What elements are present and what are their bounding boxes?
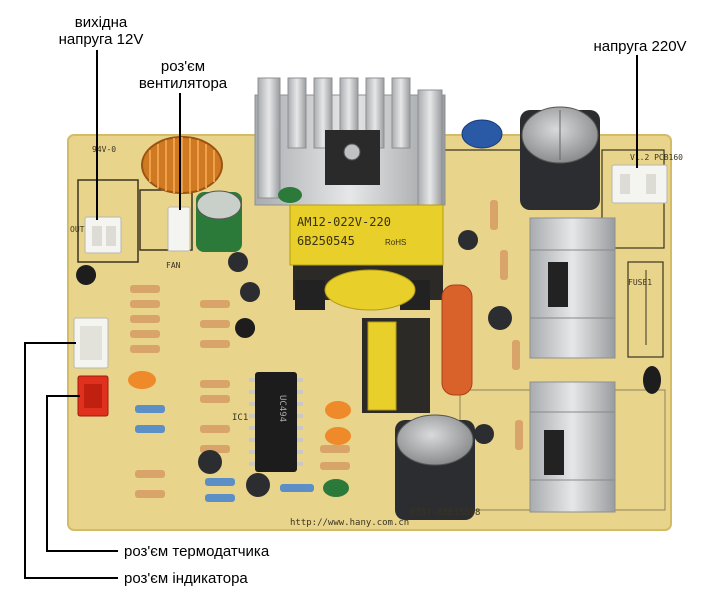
fan-label: FAN: [166, 261, 181, 270]
transformer: AM12-022V-220 6B250545 RoHS: [289, 204, 444, 311]
small-components: [76, 230, 661, 497]
callout-line-thermo: [46, 395, 118, 552]
ic-ref-label: IC1: [232, 413, 248, 423]
electrolytic-capacitor-green: [196, 190, 242, 252]
ic-marking: UC494: [277, 395, 287, 422]
board-rev-text: V1.2 PCB160: [630, 153, 683, 162]
small-transformer: [362, 318, 430, 413]
heatsink-right-bottom: [529, 381, 616, 513]
label-mains-voltage: напруга 220V: [593, 38, 687, 55]
connector-mains-220v[interactable]: [611, 164, 668, 204]
heatsink-right-top: [529, 217, 616, 359]
electrolytic-capacitor-bottom: [395, 414, 475, 520]
label-output-voltage-line1: вихідна: [74, 14, 128, 31]
label-output-voltage: вихідна напруга 12V: [46, 14, 156, 48]
label-fan-connector-line2: вентилятора: [138, 75, 228, 92]
heatsink-top: [254, 77, 446, 206]
label-output-voltage-line2: напруга 12V: [58, 31, 144, 48]
board-phone-text: 0757-83635808: [410, 508, 480, 518]
callout-lines: [24, 50, 638, 579]
board-website-text: http://www.hany.com.cn: [290, 518, 409, 528]
rating-label: 94V-0: [92, 145, 116, 154]
fuse-label: FUSE1: [628, 278, 652, 287]
transformer-batch-text: 6B250545: [297, 234, 355, 248]
label-fan-connector: роз'єм вентилятора: [128, 58, 238, 92]
connector-output-12v[interactable]: [84, 216, 122, 254]
orange-capacitors: [128, 187, 351, 497]
connector-indicator[interactable]: [77, 375, 109, 417]
electrolytic-capacitor-large: [520, 106, 600, 210]
ic-chip: UC494: [249, 372, 303, 472]
connector-thermo-sensor[interactable]: [73, 317, 109, 369]
transformer-model-text: AM12-022V-220: [297, 215, 391, 229]
resistor-bank: [130, 200, 523, 502]
rohs-mark: RoHS: [385, 238, 406, 247]
toroid-inductor: [141, 136, 223, 194]
out-label: OUT: [70, 225, 85, 234]
label-indicator-connector: роз'єм індикатора: [124, 570, 248, 587]
callout-line-indicator: [24, 342, 118, 579]
label-fan-connector-line1: роз'єм: [160, 58, 206, 75]
ceramic-capacitor-blue: [461, 119, 503, 149]
film-capacitor: [441, 284, 473, 396]
label-thermo-connector: роз'єм термодатчика: [124, 543, 270, 560]
connector-fan[interactable]: [167, 206, 191, 252]
